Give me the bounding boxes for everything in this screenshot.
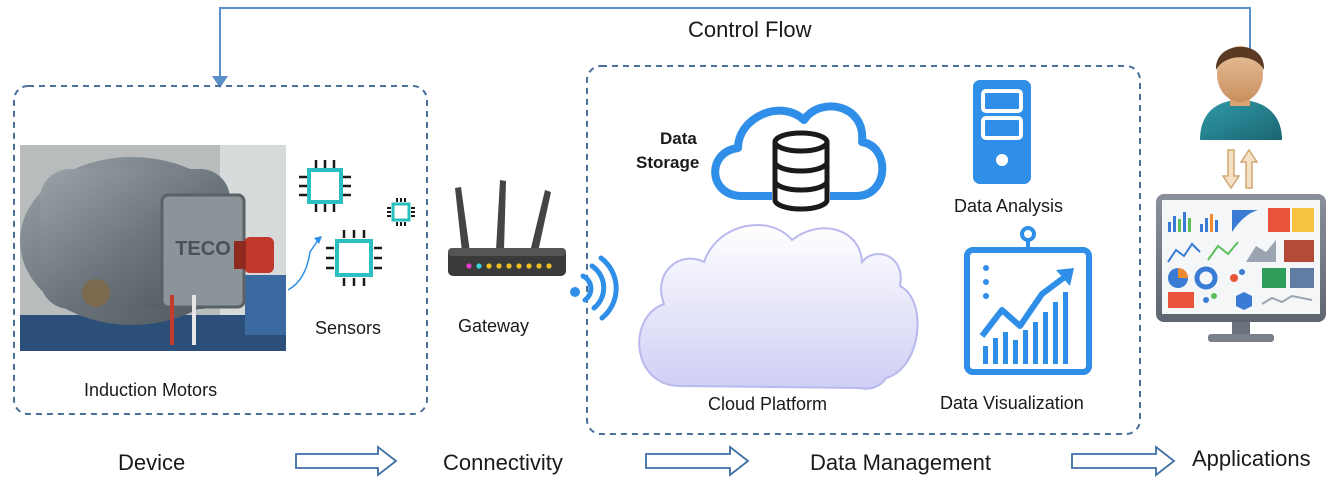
mini-chart-15 xyxy=(1261,294,1313,305)
stage-data-management-label: Data Management xyxy=(810,450,991,475)
data-visualization-icon xyxy=(964,226,1092,375)
wifi-signal-icon xyxy=(570,255,619,321)
mini-chart-2 xyxy=(1200,214,1218,232)
sensor-chip-icon xyxy=(299,160,351,212)
mini-chart-14 xyxy=(1236,292,1252,310)
cloud-platform-label: Cloud Platform xyxy=(708,394,828,414)
sensor-chip-small-icon xyxy=(387,198,415,226)
data-visualization-label: Data Visualization xyxy=(940,393,1084,413)
stage-device-label: Device xyxy=(118,450,186,475)
device-group-box xyxy=(13,85,428,415)
control-flow-line xyxy=(212,7,1251,88)
mini-chart-3 xyxy=(1232,210,1258,232)
motor-brand-text: TECO xyxy=(175,238,231,260)
sensor-link-curve xyxy=(287,239,319,291)
gateway-router-icon xyxy=(448,180,566,276)
cloud-platform-shape xyxy=(638,224,919,390)
up-down-arrows-icon xyxy=(1221,148,1259,190)
sensors-label: Sensors xyxy=(315,318,382,338)
stage-arrow-3 xyxy=(1071,445,1176,477)
induction-motor-photo: TECO xyxy=(20,145,286,351)
mini-chart-11 xyxy=(1230,274,1238,282)
mini-chart-1 xyxy=(1168,212,1191,232)
mini-chart-4 xyxy=(1268,208,1290,232)
mini-chart-5 xyxy=(1167,242,1201,263)
mini-chart-12 xyxy=(1262,268,1286,288)
data-storage-cloud-icon xyxy=(711,102,887,212)
sensor-chip-large-icon xyxy=(326,230,382,286)
induction-motors-label: Induction Motors xyxy=(84,380,218,400)
data-analysis-label: Data Analysis xyxy=(954,196,1064,216)
mini-chart-13 xyxy=(1168,292,1194,308)
server-icon xyxy=(973,80,1031,184)
control-flow-label: Control Flow xyxy=(688,17,812,42)
data-storage-label-line1: Data xyxy=(660,129,697,148)
mini-chart-10 xyxy=(1194,266,1218,290)
mini-chart-8 xyxy=(1284,240,1314,262)
stage-arrow-2 xyxy=(645,445,750,477)
mini-chart-6 xyxy=(1207,241,1239,261)
user-avatar-icon xyxy=(1200,46,1282,140)
sensor-link-arrowhead xyxy=(314,236,322,244)
mini-chart-7 xyxy=(1246,240,1276,262)
monitor-dashboard-icon xyxy=(1156,194,1326,342)
data-management-group-box xyxy=(586,65,1141,435)
stage-connectivity-label: Connectivity xyxy=(443,450,563,475)
gateway-label: Gateway xyxy=(458,316,530,336)
stage-applications-label: Applications xyxy=(1192,446,1311,471)
stage-arrow-1 xyxy=(295,445,398,477)
data-storage-label-line2: Storage xyxy=(636,153,700,172)
